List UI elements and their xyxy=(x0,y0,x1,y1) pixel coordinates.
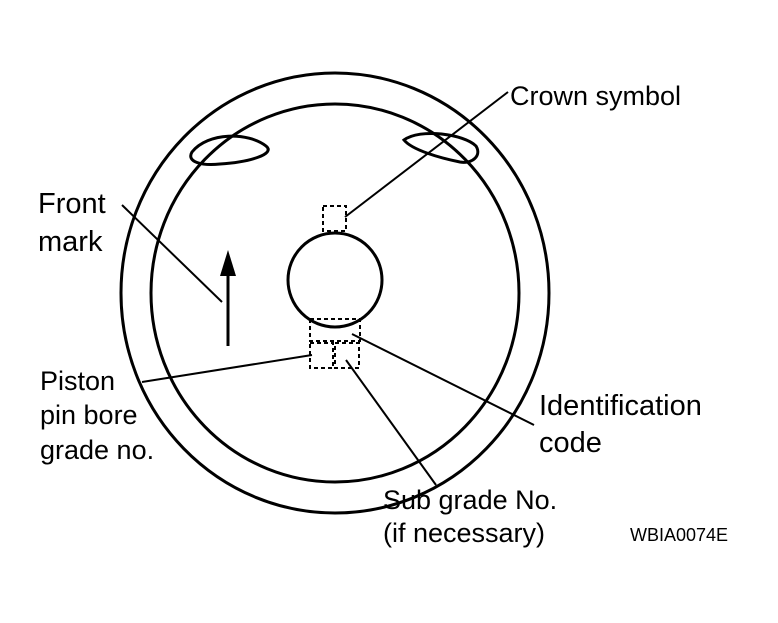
identification-code-label-line1: Identification xyxy=(539,390,702,422)
identification-code-marker xyxy=(309,318,361,342)
piston-outer-rim xyxy=(119,71,551,515)
leader-front-mark xyxy=(121,204,223,303)
leader-sub-grade xyxy=(345,359,437,486)
leader-crown-symbol xyxy=(344,91,509,218)
sub-grade-label-line1: Sub grade No. xyxy=(383,485,558,515)
piston-pin-bore-label-line3: grade no. xyxy=(40,435,155,465)
pin-bore-grade-marker xyxy=(309,342,334,369)
figure-code: WBIA0074E xyxy=(630,525,729,545)
sub-grade-marker xyxy=(334,342,360,369)
piston-pin-bore-label-line1: Piston xyxy=(40,366,116,396)
crown-symbol-label: Crown symbol xyxy=(510,81,682,111)
valve-recess-left xyxy=(189,134,270,166)
piston-inner-rim xyxy=(149,102,521,484)
front-mark-arrow-head xyxy=(220,250,236,276)
valve-recess-right xyxy=(401,131,480,164)
crown-symbol-marker xyxy=(322,205,347,232)
front-mark-label-line2: mark xyxy=(38,226,103,258)
sub-grade-label-line2: (if necessary) xyxy=(383,518,546,548)
identification-code-label-line2: code xyxy=(539,427,602,459)
piston-pin-bore-label-line2: pin bore xyxy=(40,400,138,430)
piston-pin-circle xyxy=(286,231,384,329)
leader-identification-code xyxy=(351,333,535,426)
front-mark-label-line1: Front xyxy=(38,188,106,220)
leader-piston-pin-bore xyxy=(141,354,313,383)
